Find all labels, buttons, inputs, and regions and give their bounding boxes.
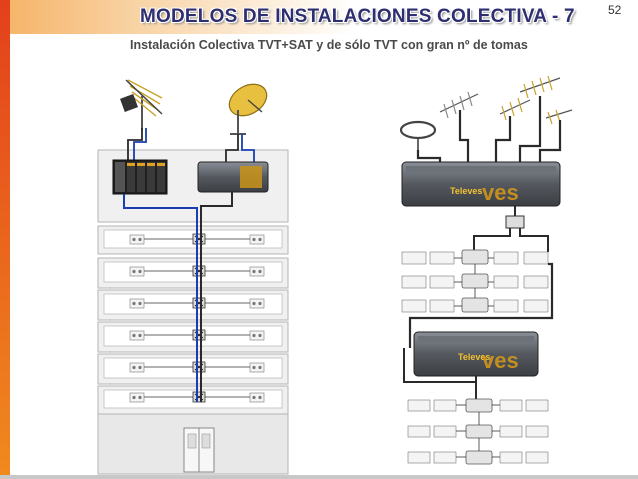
amp-logo: ves <box>482 348 519 373</box>
amplifier-icon: Televes ves <box>413 331 539 377</box>
splitter-icon <box>505 215 525 229</box>
floor-1 <box>97 225 289 255</box>
building <box>97 79 289 475</box>
page-number: 52 <box>608 3 622 17</box>
amplifier-icon: Televes ves <box>401 161 561 207</box>
brand-label: Televes <box>450 186 482 196</box>
tv-antenna-icon <box>120 79 163 130</box>
left-accent-bar <box>0 0 10 479</box>
title-bar <box>10 0 638 34</box>
slide-title: MODELOS DE INSTALACIONES COLECTIVA - 7 <box>140 6 575 27</box>
distribution-upper <box>401 249 549 313</box>
amp-logo: ves <box>482 180 519 205</box>
fm-ring-antenna-icon <box>399 120 437 150</box>
modular-headend <box>112 159 168 195</box>
satellite-dish-icon <box>228 83 268 135</box>
distribution-lower <box>407 398 549 465</box>
tv-only-system: Televes ves <box>399 75 573 465</box>
amplifier-icon <box>197 161 269 193</box>
slide-subtitle: Instalación Colectiva TVT+SAT y de sólo … <box>130 38 528 52</box>
footer-line <box>0 475 638 479</box>
building-door-icon <box>183 427 215 473</box>
brand-label: Televes <box>458 352 490 362</box>
tv-antenna-icon <box>439 75 573 125</box>
